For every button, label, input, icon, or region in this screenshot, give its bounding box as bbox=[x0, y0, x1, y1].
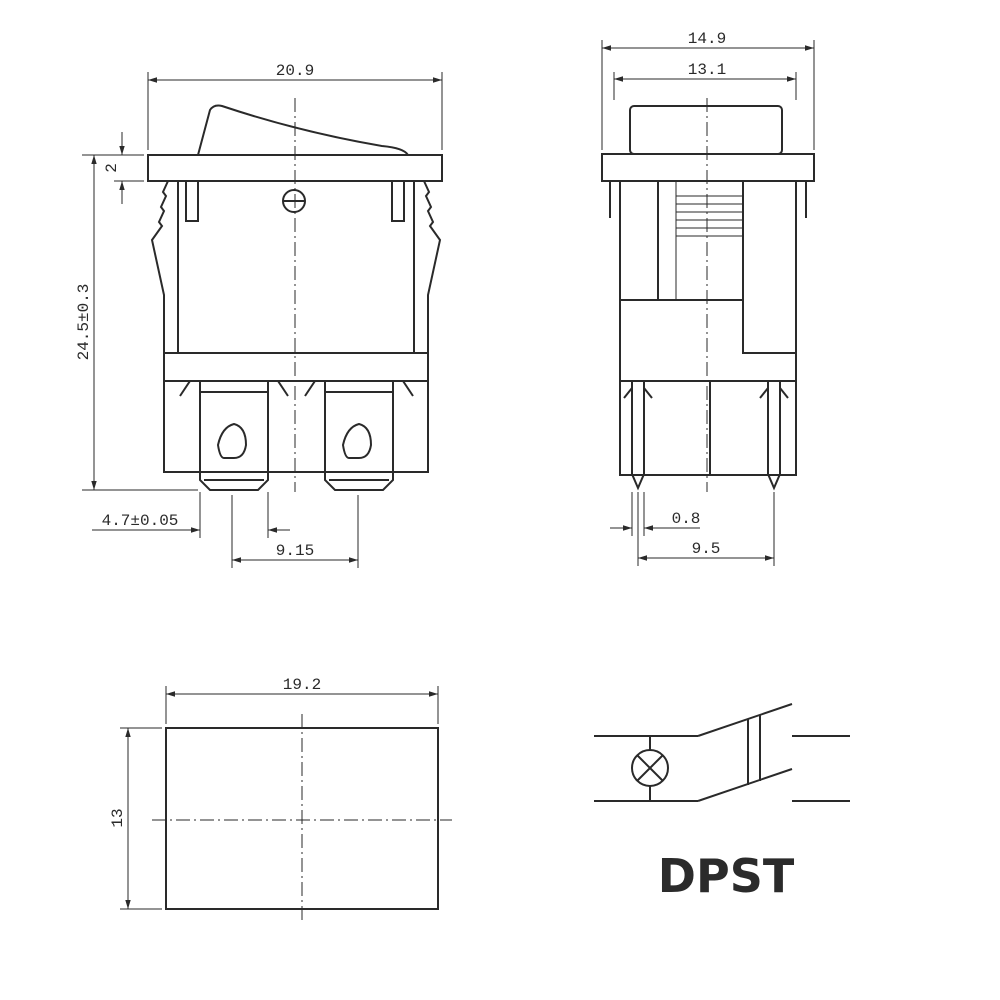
dim-side-outer-width: 14.9 bbox=[601, 30, 815, 150]
side-view: 14.9 13.1 0.8 9.5 bbox=[601, 30, 815, 566]
side-rocker-top bbox=[629, 105, 783, 155]
lamp-icon bbox=[631, 749, 669, 787]
dim-pin-pitch-label: 9.5 bbox=[692, 540, 721, 558]
dim-side-body-width: 13.1 bbox=[613, 61, 797, 100]
dim-side-body-width-label: 13.1 bbox=[688, 61, 726, 79]
left-inner-tab bbox=[185, 180, 199, 222]
dim-front-width: 20.9 bbox=[147, 62, 443, 150]
dim-terminal-width-label: 4.7±0.05 bbox=[102, 512, 179, 530]
dim-cutout-width: 19.2 bbox=[165, 676, 439, 724]
front-body bbox=[177, 180, 415, 354]
dim-pin-pitch: 9.5 bbox=[637, 492, 775, 566]
terminal-hole bbox=[341, 422, 373, 459]
side-right-pin bbox=[767, 381, 781, 491]
dim-cutout-height: 13 bbox=[109, 727, 162, 910]
left-snap-clip bbox=[150, 180, 169, 353]
right-terminal bbox=[304, 380, 414, 491]
dim-terminal-pitch: 9.15 bbox=[231, 495, 359, 568]
dim-pin-width-label: 0.8 bbox=[672, 510, 701, 528]
dim-cutout-height-label: 13 bbox=[109, 808, 127, 827]
cutout-view: 19.2 13 bbox=[109, 676, 452, 924]
terminal-hole bbox=[216, 422, 248, 459]
front-view: 20.9 24.5±0.3 2 4.7±0.05 bbox=[75, 62, 443, 568]
dpst-schematic: DPST bbox=[594, 703, 850, 903]
side-ribs bbox=[675, 180, 744, 301]
rocker-actuator bbox=[197, 104, 409, 156]
bottom-blade bbox=[697, 768, 793, 802]
dim-flange: 2 bbox=[103, 132, 144, 204]
base-shoulder bbox=[163, 352, 429, 381]
right-snap-clip bbox=[423, 180, 442, 353]
side-flange bbox=[601, 153, 815, 182]
dim-pin-width: 0.8 bbox=[610, 492, 700, 536]
dim-front-width-label: 20.9 bbox=[276, 62, 314, 80]
right-inner-tab bbox=[391, 180, 405, 222]
dim-front-height: 24.5±0.3 bbox=[75, 154, 198, 491]
left-terminal bbox=[179, 380, 289, 491]
front-base bbox=[163, 380, 429, 473]
dim-front-height-label: 24.5±0.3 bbox=[75, 284, 93, 361]
dim-flange-label: 2 bbox=[103, 163, 121, 173]
side-body bbox=[619, 180, 797, 476]
dim-side-outer-width-label: 14.9 bbox=[688, 30, 726, 48]
top-blade bbox=[697, 703, 793, 737]
side-latch bbox=[742, 180, 797, 354]
dim-cutout-width-label: 19.2 bbox=[283, 676, 321, 694]
dpst-label: DPST bbox=[658, 849, 795, 903]
side-left-pin bbox=[631, 381, 645, 491]
dim-terminal-width: 4.7±0.05 bbox=[92, 492, 290, 538]
dim-terminal-pitch-label: 9.15 bbox=[276, 542, 314, 560]
